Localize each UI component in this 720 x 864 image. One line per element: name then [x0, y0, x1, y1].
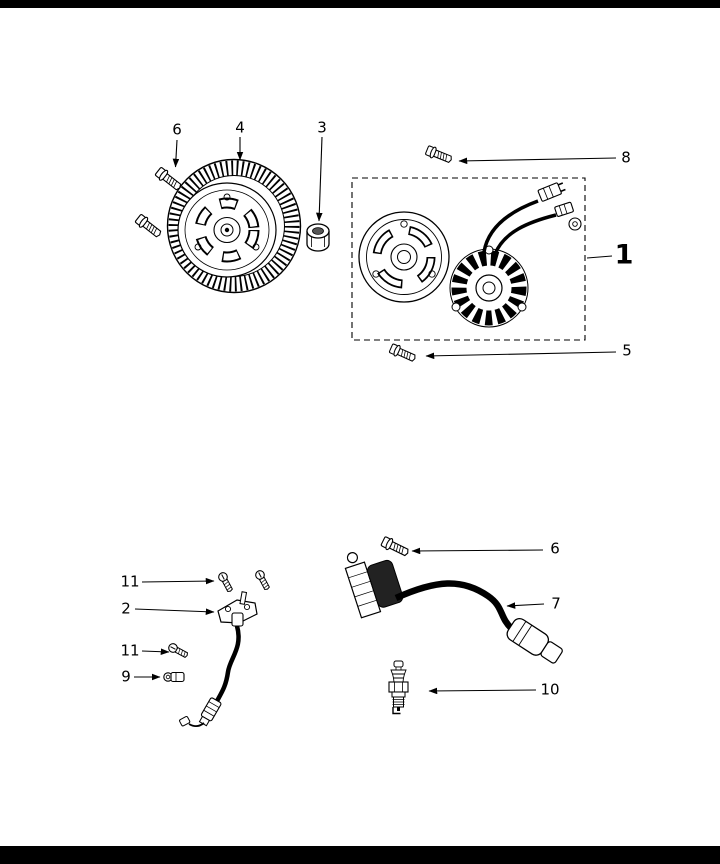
ht-lead-wire [394, 580, 515, 632]
pickup-bracket [217, 599, 258, 624]
flywheel [166, 158, 302, 294]
pickup-cable [215, 625, 241, 703]
callout-coil-bolt: 6 [550, 539, 560, 558]
top-black-bar [0, 0, 720, 8]
pickup-assembly [163, 568, 272, 728]
spark-plug-boot [506, 617, 563, 664]
leader-spark-plug [428, 687, 537, 695]
callout-flywheel-bolt: 6 [172, 120, 182, 139]
callout-flywheel: 4 [235, 118, 245, 137]
callout-pickup-screw-upper: 11 [120, 572, 140, 591]
ignition-coil [344, 552, 563, 664]
callout-ht-lead: 7 [551, 594, 561, 613]
leader-ht-lead [506, 602, 545, 609]
wire-connector-large [537, 182, 566, 202]
wire-connector-small [554, 201, 574, 217]
pickup-screw-lower [166, 641, 190, 660]
callout-cable-clamp: 9 [121, 667, 131, 686]
leader-flywheel-bolt [172, 139, 180, 168]
leader-lines [134, 136, 617, 695]
stator-screw-top [424, 144, 454, 166]
flywheel-nut [306, 223, 330, 252]
pickup-screw-upper-a [216, 570, 235, 594]
callout-pickup-unit: 2 [121, 599, 131, 618]
ring-terminal [568, 217, 582, 231]
pickup-screw-upper-b [253, 568, 272, 592]
pickup-connector [198, 697, 222, 727]
bottom-black-bar [0, 846, 720, 864]
leader-flywheel-nut [315, 136, 323, 222]
leader-pickup-unit [134, 608, 215, 615]
stator-wiring [482, 182, 582, 255]
leader-stator-screw-top [458, 157, 617, 165]
assembly-dashed-box [351, 177, 586, 341]
spark-plug [388, 660, 409, 715]
callout-magneto-assembly: 1 [614, 239, 634, 271]
leader-coil-bolt [411, 547, 544, 555]
callout-stator-screw-top: 8 [621, 148, 631, 167]
pickup-post [231, 612, 244, 627]
leader-pickup-screw-upper [141, 577, 215, 585]
callout-spark-plug: 10 [540, 680, 560, 699]
coil-bolt [379, 535, 411, 559]
stator [449, 245, 529, 328]
cable-clamp [163, 671, 185, 683]
callout-flywheel-nut: 3 [317, 118, 327, 137]
callout-pickup-screw-lower: 11 [120, 641, 140, 660]
rotor-backplate [358, 211, 450, 303]
stator-screw-bottom [388, 342, 418, 365]
leader-pickup-screw-lower [141, 648, 170, 655]
leader-magneto-assembly [586, 255, 613, 259]
callout-stator-screw-bottom: 5 [622, 341, 632, 360]
leader-stator-screw-bottom [425, 351, 617, 360]
